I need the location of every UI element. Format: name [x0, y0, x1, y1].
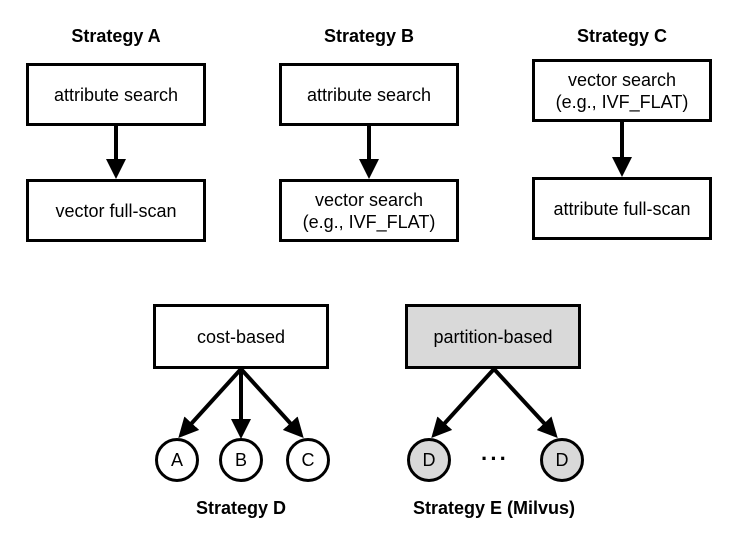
strategy-b-top-box: attribute search: [279, 63, 459, 126]
strategy-b-bottom-line1: vector search: [314, 189, 424, 210]
arrow-e-2: [492, 367, 558, 438]
strategy-a-bottom-box: vector full-scan: [26, 179, 206, 242]
strategy-c-title: Strategy C: [576, 26, 668, 46]
strategy-a-title: Strategy A: [71, 26, 161, 46]
strategy-e-title: Strategy E (Milvus): [412, 498, 576, 518]
strategy-a-top-label: attribute search: [53, 84, 179, 105]
strategy-c-top-line1: vector search: [567, 69, 677, 90]
strategy-c-bottom-box: attribute full-scan: [532, 177, 712, 240]
strategy-a-bottom-label: vector full-scan: [55, 200, 177, 221]
strategy-b-bottom-box: vector search (e.g., IVF_FLAT): [279, 179, 459, 242]
strategy-c-bottom-label: attribute full-scan: [553, 198, 691, 219]
strategy-b-bottom-line2: (e.g., IVF_FLAT): [302, 211, 436, 232]
strategy-a-top-box: attribute search: [26, 63, 206, 126]
strategy-d-child-c: C: [286, 438, 330, 482]
strategy-c-top-box: vector search (e.g., IVF_FLAT): [532, 59, 712, 122]
strategy-d-title: Strategy D: [195, 498, 287, 518]
strategy-c-top-line2: (e.g., IVF_FLAT): [555, 91, 689, 112]
strategy-e-child-last: D: [540, 438, 584, 482]
strategy-b-top-label: attribute search: [306, 84, 432, 105]
strategy-d-root-label: cost-based: [196, 326, 286, 347]
arrow-e-1: [431, 367, 496, 438]
arrow-d-c: [239, 367, 304, 438]
strategy-e-ellipsis: ···: [481, 446, 509, 471]
strategy-e-root-box: partition-based: [405, 304, 581, 369]
strategy-d-child-b: B: [219, 438, 263, 482]
strategy-e-root-label: partition-based: [433, 326, 553, 347]
strategy-e-child-first: D: [407, 438, 451, 482]
strategy-d-root-box: cost-based: [153, 304, 329, 369]
arrow-d-a: [178, 367, 243, 438]
strategy-b-title: Strategy B: [323, 26, 415, 46]
strategy-d-child-a: A: [155, 438, 199, 482]
